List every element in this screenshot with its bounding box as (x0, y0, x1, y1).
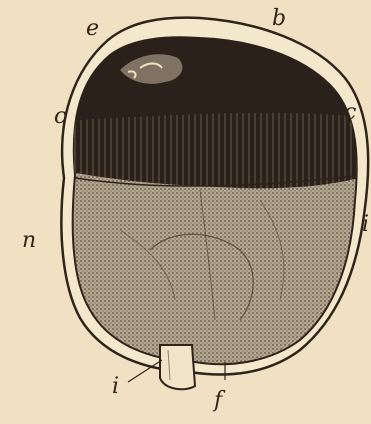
label-b: b (272, 8, 286, 30)
label-n: n (22, 230, 36, 252)
label-e: e (86, 18, 99, 40)
label-i-right: i (362, 214, 369, 236)
label-f: f (214, 390, 222, 412)
label-c-right: c (344, 102, 356, 124)
label-i-bottom: i (112, 376, 119, 398)
ciliary-band (60, 110, 370, 188)
optic-nerve (160, 345, 195, 389)
label-c-left: c (54, 106, 66, 128)
